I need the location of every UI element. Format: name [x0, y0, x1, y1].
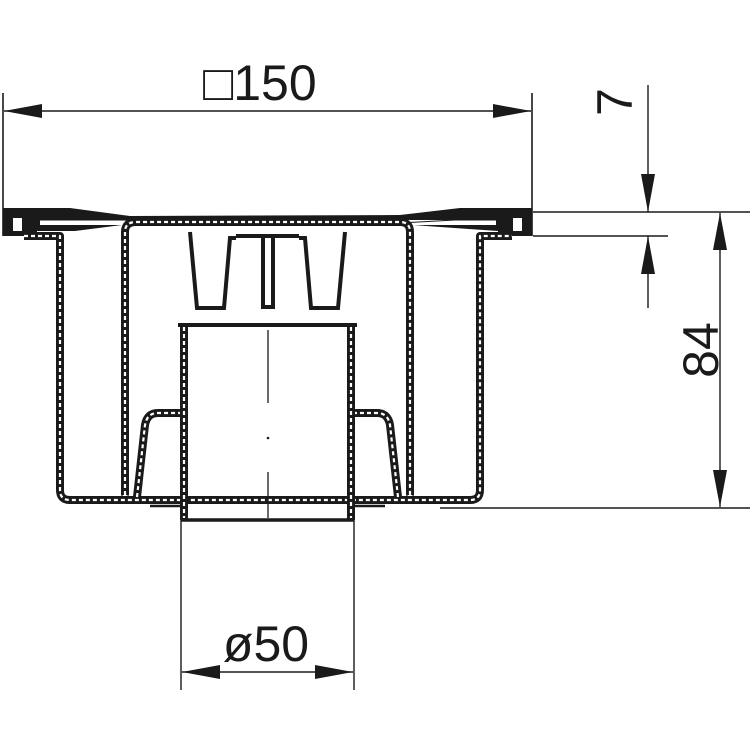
- dimension-label-7: 7: [587, 88, 643, 116]
- arrow-right-icon: [315, 665, 353, 679]
- inner-cup-hatch: [123, 220, 412, 495]
- dimension-grate-width: □150: [2, 55, 533, 236]
- flange-slot-right: [513, 218, 522, 231]
- dimension-outlet-diameter: ø50: [180, 520, 355, 690]
- dimension-grate-thickness: 7: [533, 85, 750, 308]
- inner-cup: [121, 218, 414, 497]
- outer-body-hatch: [24, 234, 512, 502]
- arrow-down-icon: [713, 470, 727, 507]
- outer-body: [24, 232, 512, 504]
- arrow-up-icon: [641, 236, 655, 274]
- arrow-left-icon: [4, 104, 42, 118]
- trap-bell: [133, 409, 402, 508]
- arrow-up-icon: [713, 213, 727, 250]
- fin-right: [299, 231, 347, 310]
- fin-left: [188, 231, 236, 310]
- arrow-right-icon: [493, 104, 531, 118]
- dimension-label-50: ø50: [223, 616, 309, 672]
- outlet-pipe: [178, 323, 357, 522]
- arrow-down-icon: [641, 174, 655, 212]
- fin-center: [236, 234, 299, 309]
- flange-slot-left: [13, 218, 22, 231]
- arrow-left-icon: [182, 665, 220, 679]
- dimension-label-150: □150: [203, 55, 317, 111]
- trap-fins: [188, 231, 347, 310]
- dimension-overall-height: 84: [440, 213, 750, 509]
- dimension-label-84: 84: [673, 322, 729, 378]
